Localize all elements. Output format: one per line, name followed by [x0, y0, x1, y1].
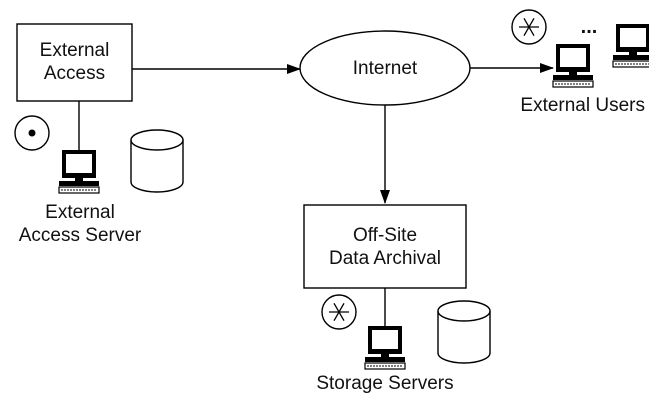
storage-servers-label: Storage Servers	[316, 373, 454, 394]
external-access-server-label: External Access Server	[0, 201, 160, 247]
computer-icon	[552, 43, 594, 88]
dot-circle-icon	[14, 115, 50, 151]
external-access-server-line2: Access Server	[18, 225, 142, 246]
external-access-line1: External	[39, 40, 110, 61]
asterisk-circle-icon	[511, 9, 547, 45]
computer-icon	[58, 149, 100, 194]
external-access-line2: Access	[43, 63, 106, 84]
external-access-server-line1: External	[45, 202, 115, 223]
internet-label: Internet	[352, 58, 418, 79]
offsite-label: Off-Site Data Archival	[304, 224, 466, 270]
external-users-ellipsis: ...	[580, 16, 598, 38]
database-cylinder-icon	[130, 129, 184, 193]
computer-icon	[364, 325, 406, 370]
external-access-box	[16, 23, 133, 102]
external-access-label: External Access	[17, 39, 132, 85]
offsite-line1: Off-Site	[352, 225, 418, 246]
offsite-archival-box	[303, 204, 467, 289]
database-cylinder-icon	[437, 300, 491, 364]
offsite-line2: Data Archival	[329, 248, 441, 269]
external-users-label: External Users	[520, 95, 645, 116]
computer-icon	[612, 23, 649, 68]
asterisk-circle-icon	[321, 294, 357, 330]
